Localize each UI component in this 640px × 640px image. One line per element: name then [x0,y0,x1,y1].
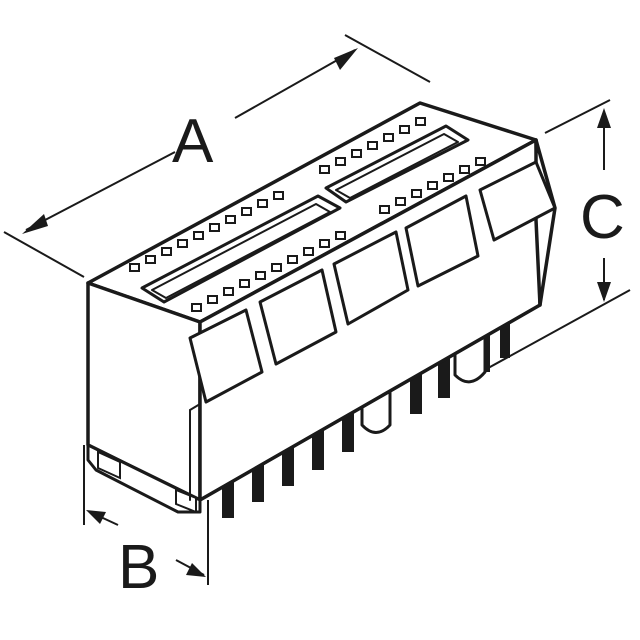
contact-pad [129,263,140,272]
contact-pad [383,133,394,142]
contact-pad [255,271,266,280]
contact-pads-back-short [319,117,426,174]
contact-pad [145,255,156,264]
contact-pad [193,231,204,240]
contact-pad [399,125,410,134]
contact-pad [427,181,438,190]
dimension-c: C [469,99,631,379]
contact-pad [395,197,406,206]
contact-pad [223,287,234,296]
dimension-a: A [3,34,431,278]
contact-pad [239,279,250,288]
dim-a-line-left [25,151,176,231]
dim-a-line-right [234,49,356,119]
contact-pad [319,239,330,248]
contact-pad [303,247,314,256]
side-bottom-edge [198,303,542,502]
dim-c-extension-top [544,99,611,134]
dim-c-arrow-bottom [597,282,611,302]
front-step-top [189,403,201,411]
contact-pad [271,263,282,272]
dim-b-label: B [118,533,159,602]
dim-c-label: C [580,183,625,252]
latch-towers [188,160,557,404]
dim-c-extension-bottom [469,289,631,379]
foot-pad-left [97,450,121,480]
contact-pad [225,215,236,224]
contact-pad [207,295,218,304]
latch-4 [404,194,480,288]
contact-pad [241,207,252,216]
contact-pad [335,157,346,166]
end-face [534,138,557,307]
card-slots [140,124,470,304]
latch-5 [478,160,557,242]
contact-pad [379,205,390,214]
contact-pad [459,165,470,174]
dim-b-arrow-left [86,510,106,524]
dim-a-arrow-left [22,214,48,234]
contact-pad [177,239,188,248]
contact-pads-back-long [129,191,284,272]
latch-2 [258,268,338,366]
contact-pad [351,149,362,158]
dim-a-label: A [172,107,214,176]
contact-pad [287,255,298,264]
dim-b-arrow-right [186,563,206,577]
contact-pads-front-long [191,231,346,312]
contact-pad [191,303,202,312]
slot-long-inner [151,203,331,299]
pin [500,316,510,358]
contact-pad [273,191,284,200]
contact-pad [475,157,486,166]
dim-c-arrow-top [597,108,611,128]
contact-pad [161,247,172,256]
contact-pad [415,117,426,126]
latch-3 [332,230,410,326]
dimension-b: B [83,445,209,602]
slot-short-inner [335,133,459,199]
contact-pad [335,231,346,240]
contact-pad [367,141,378,150]
contact-pad [411,189,422,198]
contact-pad [319,165,330,174]
contact-pad [443,173,454,182]
contact-pad [209,223,220,232]
contact-pad [257,199,268,208]
dim-a-extension-right [344,34,431,83]
dim-a-extension-left [3,231,85,278]
contact-pads-front-short [379,157,486,214]
dim-a-arrow-right [334,48,358,70]
latch-1 [188,308,264,404]
